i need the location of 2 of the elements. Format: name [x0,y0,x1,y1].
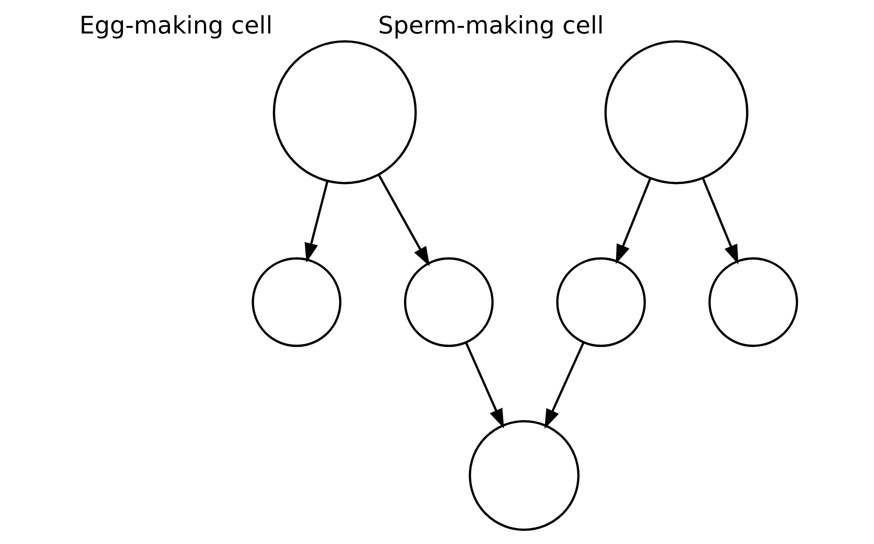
node-label: Sperm-making cell [378,12,604,40]
node-label: Egg-making cell [78,12,272,40]
